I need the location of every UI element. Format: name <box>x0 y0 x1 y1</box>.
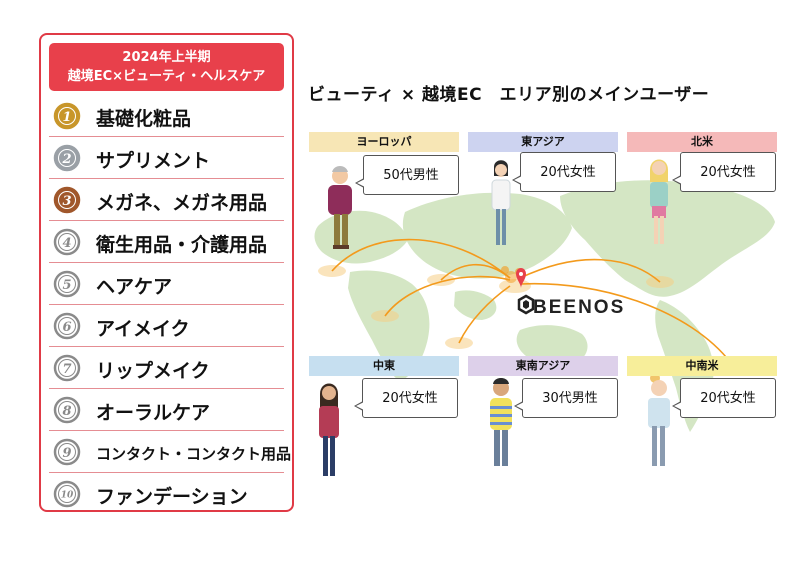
medal-rank-number: 6 <box>62 320 71 335</box>
shipping-arcs <box>331 238 732 364</box>
ranking-item-label: アイメイク <box>96 318 190 340</box>
medal-icon: 5 <box>53 270 81 298</box>
medal-rank-number: 5 <box>62 278 71 293</box>
medal-icon: 8 <box>53 396 81 424</box>
person-southeast-asia-man <box>490 378 512 466</box>
bubble-southeast-asia: 30代男性 <box>514 378 618 418</box>
bubble-latin-america: 20代女性 <box>672 378 776 418</box>
ranking-item-label: メガネ、メガネ用品 <box>96 192 268 214</box>
bubble-middle-east: 20代女性 <box>354 378 458 418</box>
ranking-item-label: サプリメント <box>96 150 211 172</box>
glow-japan <box>499 279 531 293</box>
header-category: 越境EC×ビューティ・ヘルスケア <box>67 69 266 84</box>
ranking-item: 7 リップメイク <box>49 347 284 389</box>
region-tag-east-asia: 東アジア <box>468 132 618 152</box>
region-tag-north-america: 北米 <box>627 132 777 152</box>
person-middle-east-woman <box>319 383 339 476</box>
ranking-item-label: オーラルケア <box>96 402 211 424</box>
ranking-item: 3 メガネ、メガネ用品 <box>49 179 284 221</box>
region-tag-latin-america: 中南米 <box>627 356 777 376</box>
arc-to-latin-america <box>519 282 732 364</box>
region-tag-southeast-asia: 東南アジア <box>468 356 618 376</box>
ranking-item: 1 基礎化粧品 <box>49 95 284 137</box>
medal-icon: 7 <box>53 354 81 382</box>
arc-to-europe <box>331 238 511 279</box>
ranking-item-label: ヘアケア <box>96 276 173 298</box>
ranking-list: 1 基礎化粧品 2 サプリメント 3 メガネ、メガネ用品 4 衛生用品・介護用品 5 ヘアケア 6 ア… <box>49 95 291 515</box>
person-north-america-woman <box>650 159 668 244</box>
ranking-item: 9 コンタクト・コンタクト用品 <box>49 431 291 473</box>
ranking-item: 5 ヘアケア <box>49 263 284 305</box>
ranking-item: 2 サプリメント <box>49 137 284 179</box>
person-europe-man <box>328 166 352 249</box>
ranking-item-label: 衛生用品・介護用品 <box>96 234 268 256</box>
continent-southeast-asia <box>454 290 497 320</box>
header-period: 2024年上半期 <box>122 50 211 65</box>
ranking-item: 6 アイメイク <box>49 305 284 347</box>
medal-rank-number: 3 <box>62 194 71 209</box>
medal-rank-number: 9 <box>62 446 71 461</box>
medal-rank-number: 10 <box>61 491 74 501</box>
bubble-europe: 50代男性 <box>355 155 459 195</box>
beenos-logo-icon <box>517 294 535 315</box>
person-east-asia-woman <box>491 160 511 245</box>
region-tag-europe: ヨーロッパ <box>309 132 459 152</box>
ranking-item-label: ファンデーション <box>96 486 248 508</box>
region-tag-middle-east: 中東 <box>309 356 459 376</box>
ranking-item: 4 衛生用品・介護用品 <box>49 221 284 263</box>
medal-icon: 1 <box>53 102 81 130</box>
map-title: ビューティ × 越境EC エリア別のメインユーザー <box>308 85 710 105</box>
ranking-item-label: 基礎化粧品 <box>96 108 192 130</box>
ranking-item: 8 オーラルケア <box>49 389 284 431</box>
medal-icon: 9 <box>53 438 81 466</box>
arc-to-north-america <box>519 258 661 283</box>
continent-europe <box>314 210 408 264</box>
continent-asia <box>402 192 572 279</box>
ranking-item-label: リップメイク <box>96 360 210 382</box>
bubble-east-asia: 20代女性 <box>512 152 616 192</box>
medal-rank-number: 4 <box>62 236 71 251</box>
medal-icon: 2 <box>53 144 81 172</box>
medal-rank-number: 1 <box>62 110 71 125</box>
medal-icon: 10 <box>53 480 81 508</box>
person-latin-america-woman <box>648 373 670 466</box>
ranking-panel: 2024年上半期 越境EC×ビューティ・ヘルスケア 1 基礎化粧品 2 サプリメント 3… <box>39 33 294 512</box>
arc-to-middle-east <box>384 275 511 317</box>
location-pin-icon <box>516 268 526 288</box>
medal-icon: 6 <box>53 312 81 340</box>
medal-icon: 4 <box>53 228 81 256</box>
arc-to-southeast-asia <box>458 285 511 344</box>
medal-rank-number: 7 <box>62 362 71 377</box>
ranking-header: 2024年上半期 越境EC×ビューティ・ヘルスケア <box>49 43 284 91</box>
bubble-north-america: 20代女性 <box>672 152 776 192</box>
ranking-item: 10 ファンデーション <box>49 473 284 515</box>
continent-north-america <box>560 180 775 297</box>
continent-africa <box>348 270 430 382</box>
ranking-item-label: コンタクト・コンタクト用品 <box>96 445 292 463</box>
medal-rank-number: 8 <box>62 404 71 419</box>
medal-rank-number: 2 <box>61 152 71 167</box>
japan-hub <box>501 266 526 288</box>
beenos-logo-text: BEENOS <box>533 297 626 318</box>
medal-icon: 3 <box>53 186 81 214</box>
